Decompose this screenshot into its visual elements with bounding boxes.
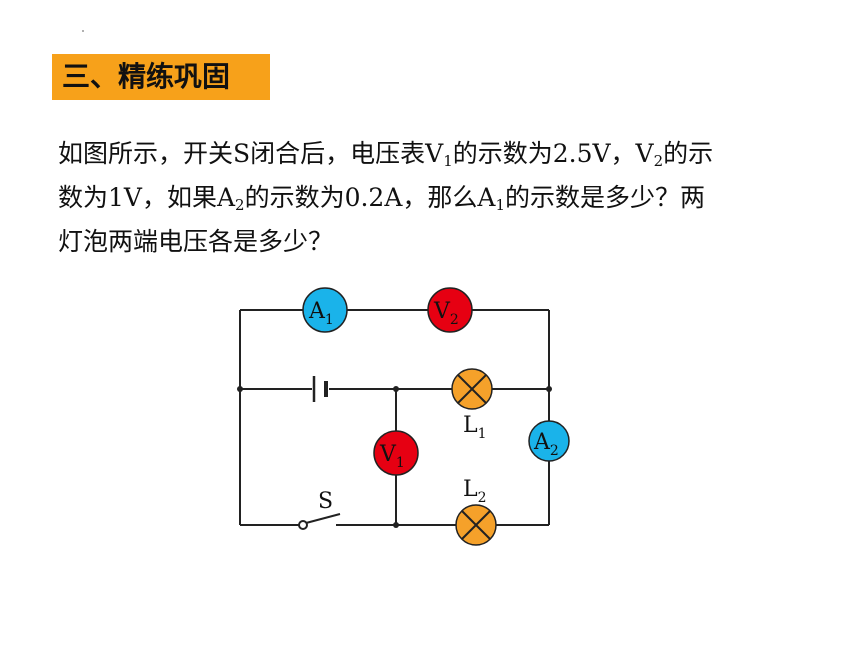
circuit-wires: [239, 309, 550, 526]
question-line-1: 如图所示，开关S闭合后，电压表V1的示数为2.5V，V2的示: [58, 139, 714, 170]
section-title: 三、精练巩固: [62, 60, 231, 93]
svg-text:A1: A1: [308, 299, 334, 328]
ammeter-a1-icon: A1: [302, 287, 348, 333]
svg-text:V2: V2: [433, 299, 459, 328]
lamp-l1-icon: [451, 368, 493, 410]
section-header: 三、精练巩固: [52, 54, 270, 100]
lamp-l2-label: L2: [463, 477, 487, 506]
battery-icon: [312, 376, 328, 402]
lamp-l2-icon: [455, 504, 497, 546]
question-text: 如图所示，开关S闭合后，电压表V1的示数为2.5V，V2的示 数为1V，如果A2…: [58, 132, 803, 264]
junction-dots: [237, 386, 552, 528]
svg-text:V1: V1: [379, 442, 405, 471]
svg-text:A2: A2: [533, 430, 559, 459]
question-line-2: 数为1V，如果A2的示数为0.2A，那么A1的示数是多少？两: [58, 183, 705, 214]
question-line-3: 灯泡两端电压各是多少？: [58, 227, 334, 256]
voltmeter-v1-icon: V1: [373, 430, 419, 476]
voltmeter-v2-icon: V2: [427, 287, 473, 333]
switch-icon: [298, 513, 341, 530]
ammeter-a2-icon: A2: [528, 420, 570, 462]
decorative-dot: [82, 30, 84, 32]
lamp-l1-label: L1: [463, 413, 487, 442]
switch-label: S: [318, 489, 333, 514]
